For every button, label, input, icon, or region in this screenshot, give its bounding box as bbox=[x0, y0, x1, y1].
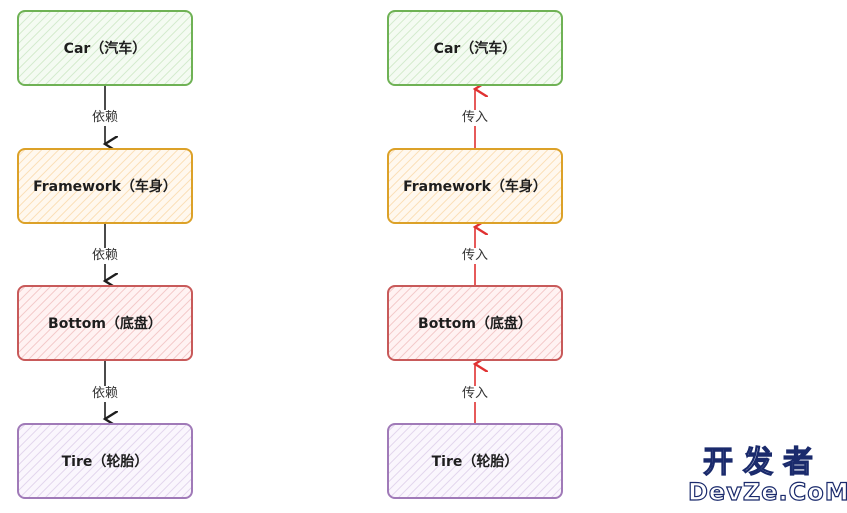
left-edge-label-3: 依赖 bbox=[90, 386, 120, 402]
right-edge-label-3: 传入 bbox=[460, 386, 490, 402]
left-edge-label-2: 依赖 bbox=[90, 248, 120, 264]
right-node-bottom: Bottom（底盘） bbox=[387, 285, 563, 361]
right-edge-label-2: 传入 bbox=[460, 248, 490, 264]
node-label: Car（汽车） bbox=[433, 41, 517, 57]
node-label: Car（汽车） bbox=[63, 41, 147, 57]
node-label: Tire（轮胎） bbox=[431, 454, 519, 470]
node-label: Bottom（底盘） bbox=[418, 316, 532, 332]
right-node-framework: Framework（车身） bbox=[387, 148, 563, 224]
left-node-tire: Tire（轮胎） bbox=[17, 423, 193, 499]
right-node-car: Car（汽车） bbox=[387, 10, 563, 86]
right-node-tire: Tire（轮胎） bbox=[387, 423, 563, 499]
watermark-english: DevZe.CoM bbox=[687, 477, 847, 506]
node-label: Framework（车身） bbox=[403, 179, 547, 195]
left-node-bottom: Bottom（底盘） bbox=[17, 285, 193, 361]
watermark-chinese: 开发者 bbox=[702, 445, 823, 480]
watermark-logo: 开发者 DevZe.CoM bbox=[687, 445, 847, 507]
left-edge-label-1: 依赖 bbox=[90, 110, 120, 126]
node-label: Bottom（底盘） bbox=[48, 316, 162, 332]
left-node-framework: Framework（车身） bbox=[17, 148, 193, 224]
node-label: Tire（轮胎） bbox=[61, 454, 149, 470]
node-label: Framework（车身） bbox=[33, 179, 177, 195]
left-node-car: Car（汽车） bbox=[17, 10, 193, 86]
right-edge-label-1: 传入 bbox=[460, 110, 490, 126]
